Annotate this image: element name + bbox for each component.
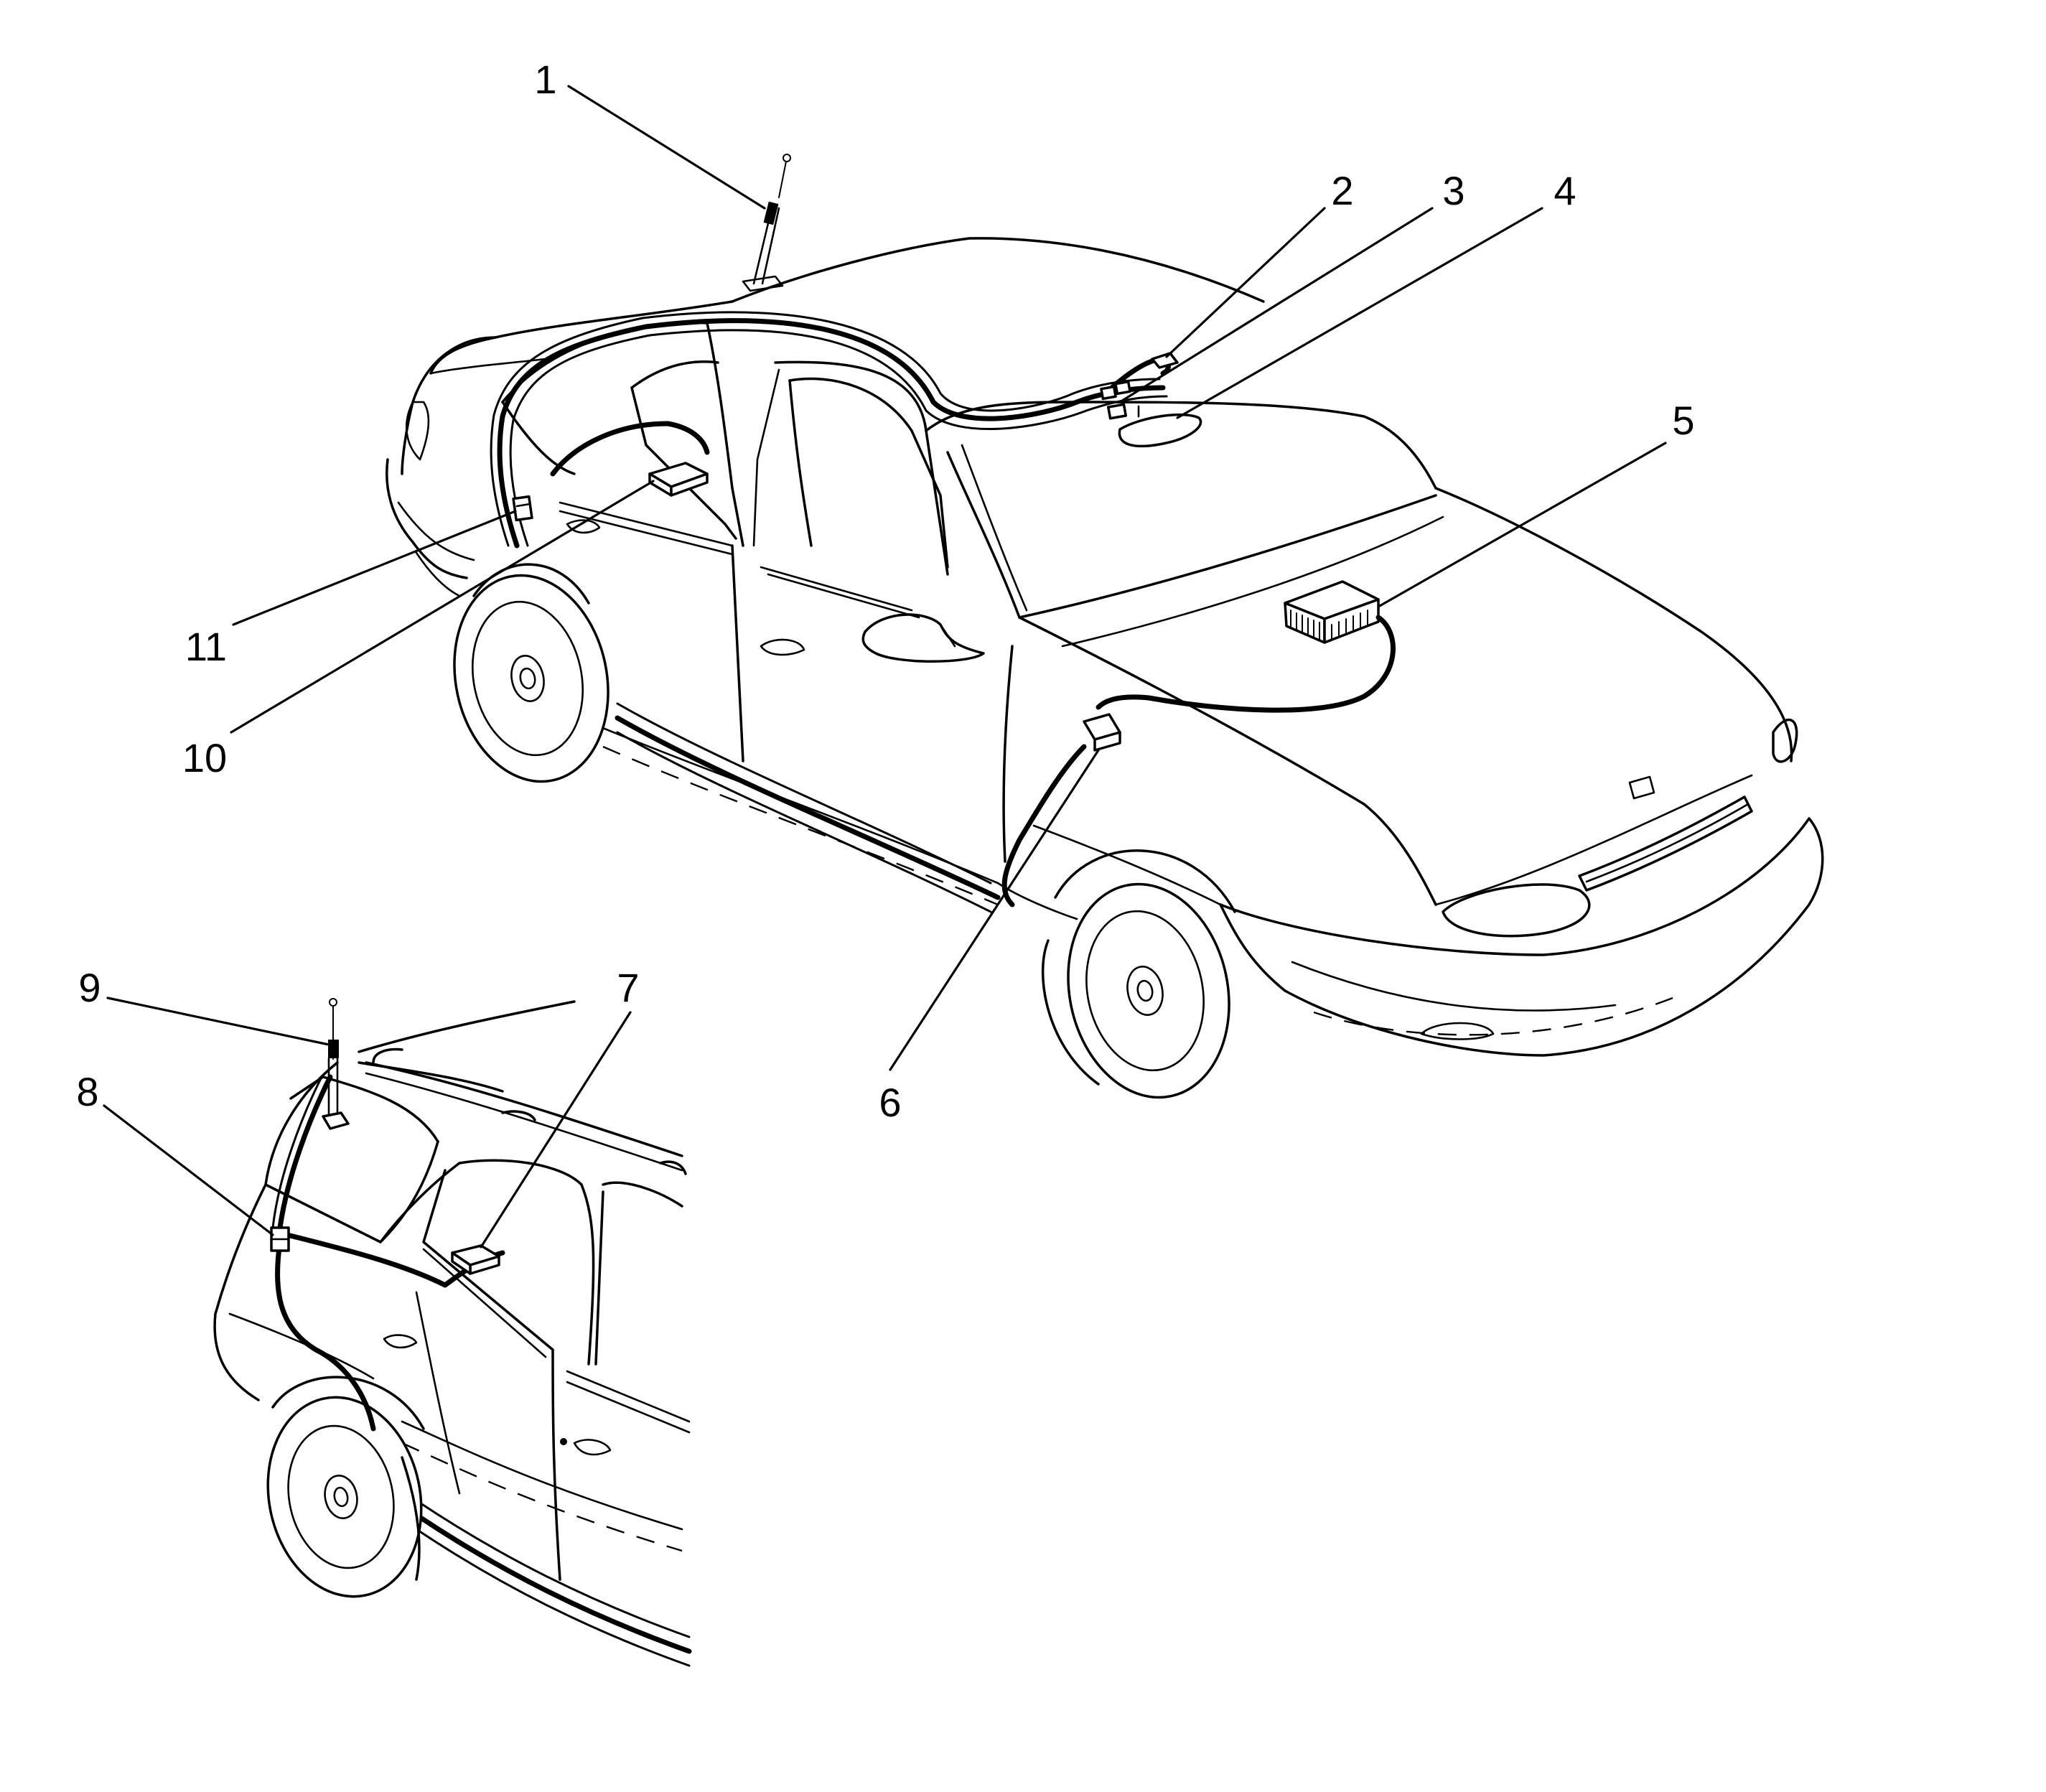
- leader-4: [1176, 207, 1543, 419]
- callout-6: 6: [879, 1080, 901, 1125]
- wagon-inset-illustration: [213, 998, 692, 1667]
- rear-window-module: [648, 462, 709, 497]
- callout-labels: 1 2 3 4 5 6 7 8 9 10 11: [76, 57, 1694, 1125]
- hood-module: [1096, 580, 1396, 713]
- rear-wheel: [453, 563, 609, 783]
- c-pillar-connector: [512, 495, 533, 522]
- leader-10: [230, 480, 655, 734]
- roof-antenna: [742, 154, 791, 292]
- sedan-illustration: [386, 154, 1824, 1099]
- callout-4: 4: [1554, 168, 1576, 213]
- wagon-antenna: [322, 998, 350, 1130]
- leader-8: [103, 1104, 274, 1236]
- callout-2: 2: [1331, 168, 1353, 213]
- leader-6: [889, 749, 1100, 1071]
- leader-7: [480, 1011, 632, 1249]
- leader-2: [1165, 207, 1326, 358]
- wagon-liftgate-connector: [270, 1226, 290, 1252]
- callout-10: 10: [182, 735, 227, 780]
- leader-5: [1377, 442, 1667, 608]
- leader-1: [567, 85, 766, 210]
- windshield-header-components: [1100, 352, 1202, 448]
- callout-leaders: [103, 85, 1667, 1249]
- leader-11: [232, 510, 517, 626]
- leader-3: [1118, 207, 1434, 403]
- wagon-window-module: [451, 1244, 500, 1275]
- leader-9: [106, 997, 330, 1046]
- fender-connector: [1001, 713, 1121, 907]
- callout-5: 5: [1672, 398, 1694, 443]
- callout-8: 8: [76, 1069, 98, 1114]
- callout-1: 1: [534, 57, 556, 102]
- callout-3: 3: [1442, 168, 1465, 213]
- front-wheel: [1041, 849, 1236, 1099]
- callout-7: 7: [617, 965, 639, 1010]
- callout-11: 11: [185, 624, 227, 669]
- callout-9: 9: [78, 965, 101, 1010]
